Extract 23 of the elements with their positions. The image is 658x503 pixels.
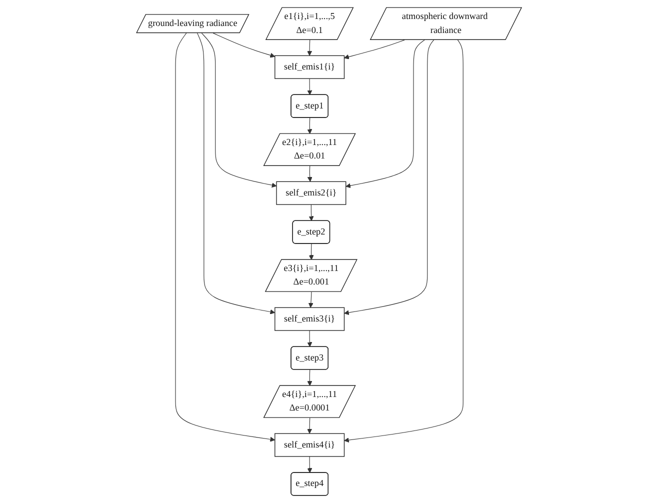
arrow — [344, 40, 464, 443]
node-box: self_emis2{i} — [276, 181, 346, 205]
arrow — [196, 32, 276, 314]
arrow — [346, 40, 425, 188]
arrow — [308, 292, 314, 308]
arrow — [308, 204, 314, 222]
arrow — [307, 78, 312, 96]
node-box: self_emis3{i} — [274, 307, 345, 331]
arrow — [212, 32, 276, 58]
arrow — [307, 40, 312, 56]
node-box: self_emis4{i} — [274, 433, 345, 457]
arrow — [307, 118, 312, 134]
arrow — [344, 40, 434, 316]
arrow — [307, 418, 312, 434]
arrow — [307, 166, 312, 182]
node-box: self_emis1{i} — [274, 55, 345, 79]
arrow — [175, 32, 276, 442]
arrow — [308, 243, 314, 260]
arrow — [307, 456, 312, 474]
arrow — [344, 40, 405, 60]
arrow — [307, 330, 312, 348]
arrow — [307, 369, 312, 386]
arrow — [201, 32, 277, 188]
